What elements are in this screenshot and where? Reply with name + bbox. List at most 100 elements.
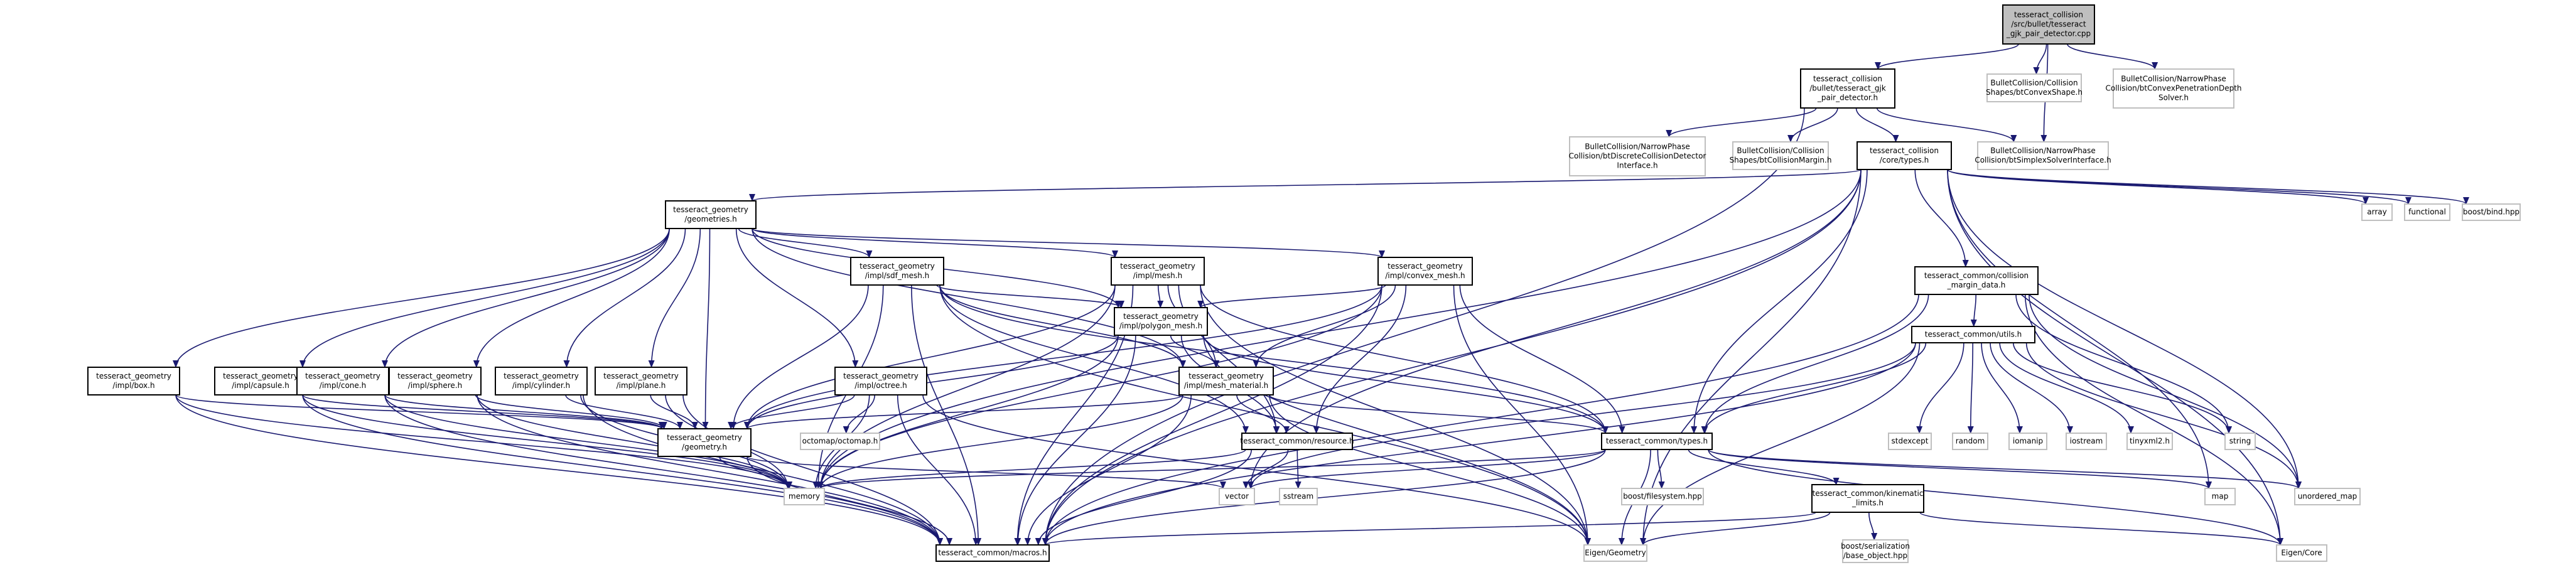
edge-core_types-to-boost_bind bbox=[1947, 169, 2469, 205]
node-kinematic-limits[interactable]: tesseract_common/kinematic_limits.h bbox=[1811, 484, 1924, 513]
node-label-line: Shapes/btCollisionMargin.h bbox=[1730, 156, 1832, 164]
edge-sphere-to-geometry bbox=[475, 394, 667, 429]
node-label-line: iostream bbox=[2070, 437, 2103, 446]
node-cylinder[interactable]: tesseract_geometry/impl/cylinder.h bbox=[495, 367, 588, 396]
node-box[interactable]: tesseract_geometry/impl/box.h bbox=[87, 367, 180, 396]
edge-geometries-to-sphere bbox=[473, 228, 670, 368]
node-label-line: tinyxml2.h bbox=[2130, 437, 2170, 446]
node-geometry[interactable]: tesseract_geometry/geometry.h bbox=[657, 428, 752, 457]
node-box bbox=[935, 544, 1050, 562]
node-collision-margin[interactable]: tesseract_common/collision_margin_data.h bbox=[1914, 266, 2039, 295]
node-box bbox=[850, 257, 944, 286]
node-label-line: tesseract_geometry bbox=[603, 372, 679, 380]
node-label-line: Eigen/Core bbox=[2281, 549, 2322, 557]
edge-collision_margin-to-macros bbox=[1042, 294, 1919, 546]
node-geometries[interactable]: tesseract_geometry/geometries.h bbox=[665, 200, 757, 229]
node-box bbox=[2294, 488, 2361, 505]
node-box bbox=[2462, 203, 2521, 221]
edge-box-to-geometry bbox=[175, 394, 665, 429]
node-octree[interactable]: tesseract_geometry/impl/octree.h bbox=[834, 367, 927, 396]
node-label-line: tesseract_common/utils.h bbox=[1925, 330, 2022, 339]
node-cone[interactable]: tesseract_geometry/impl/cone.h bbox=[296, 367, 389, 396]
edge-mesh-to-polygon_mesh bbox=[1157, 284, 1164, 308]
edge-cylinder-to-geometry bbox=[565, 394, 683, 429]
node-polygon-mesh[interactable]: tesseract_geometry/impl/polygon_mesh.h bbox=[1114, 307, 1208, 336]
edge-cone-to-memory bbox=[384, 394, 791, 489]
node-common-types[interactable]: tesseract_common/types.h bbox=[1601, 433, 1713, 450]
edge-octree-to-macros bbox=[897, 394, 979, 546]
node-boost-fs: boost/filesystem.hpp bbox=[1621, 488, 1704, 505]
edges-layer bbox=[173, 43, 2469, 546]
node-eigen-geometry: Eigen/Geometry bbox=[1583, 544, 1647, 562]
node-label-line: /bullet/tesseract_gjk bbox=[1809, 84, 1886, 93]
node-label-line: BulletCollision/NarrowPhase bbox=[1585, 143, 1690, 151]
node-btMargin: BulletCollision/CollisionShapes/btCollis… bbox=[1730, 141, 1832, 170]
edge-mesh_material-to-geometry bbox=[744, 394, 1183, 429]
node-box bbox=[296, 367, 389, 396]
node-box bbox=[2008, 433, 2047, 450]
edge-convex_mesh-to-memory bbox=[817, 284, 1382, 489]
node-gjk-h[interactable]: tesseract_collision/bullet/tesseract_gjk… bbox=[1800, 68, 1895, 109]
node-label-line: tesseract_common/types.h bbox=[1606, 437, 1708, 446]
node-string: string bbox=[2224, 433, 2256, 450]
node-label-line: sstream bbox=[1283, 492, 1313, 501]
edge-core_types-to-unordered_map bbox=[1947, 169, 2302, 489]
node-eigen-core: Eigen/Core bbox=[2276, 544, 2327, 562]
node-label-line: BulletCollision/NarrowPhase bbox=[2121, 75, 2226, 83]
node-box bbox=[1219, 488, 1255, 505]
node-label-line: /impl/sphere.h bbox=[408, 381, 462, 390]
edge-plane-to-macros bbox=[682, 394, 943, 546]
edge-gjk_h-to-macros bbox=[1042, 107, 1805, 546]
node-box bbox=[800, 433, 880, 450]
node-convex-mesh[interactable]: tesseract_geometry/impl/convex_mesh.h bbox=[1377, 257, 1473, 286]
node-label-line: map bbox=[2212, 492, 2229, 501]
edge-utils-to-vector bbox=[1248, 342, 1916, 489]
edge-utils-to-common_types bbox=[1701, 342, 1927, 434]
node-label-line: _limits.h bbox=[1851, 498, 1883, 507]
edge-convex_mesh-to-eigen_geometry bbox=[1453, 284, 1591, 546]
edge-kinematic_limits-to-eigen_core bbox=[1919, 512, 2283, 546]
node-mesh[interactable]: tesseract_geometry/impl/mesh.h bbox=[1111, 257, 1205, 286]
edge-geometries-to-mesh bbox=[752, 228, 1118, 258]
node-sphere[interactable]: tesseract_geometry/impl/sphere.h bbox=[389, 367, 482, 396]
edge-utils-to-iomanip bbox=[1981, 342, 2023, 434]
node-label-line: tesseract_geometry bbox=[843, 372, 919, 380]
node-label-line: _margin_data.h bbox=[1947, 281, 2006, 289]
node-label-line: tesseract_common/kinematic bbox=[1813, 489, 1924, 498]
node-mesh-material[interactable]: tesseract_geometry/impl/mesh_material.h bbox=[1178, 367, 1274, 396]
node-box bbox=[2361, 203, 2393, 221]
edge-gjk_h-to-btDiscrete bbox=[1666, 107, 1817, 137]
edge-polygon_mesh-to-mesh_material bbox=[1170, 335, 1220, 368]
node-memory: memory bbox=[784, 488, 825, 505]
node-label-line: /impl/polygon_mesh.h bbox=[1119, 321, 1202, 330]
node-functional: functional bbox=[2404, 203, 2450, 221]
node-sdf-mesh[interactable]: tesseract_geometry/impl/sdf_mesh.h bbox=[850, 257, 944, 286]
edge-gjk_h-to-btMargin bbox=[1787, 107, 1838, 143]
edge-common_types-to-memory bbox=[817, 449, 1606, 489]
node-label-line: random bbox=[1956, 437, 1985, 446]
node-resource[interactable]: tesseract_common/resource.h bbox=[1240, 433, 1354, 450]
node-box bbox=[2002, 4, 2095, 45]
edge-octree-to-eigen_geometry bbox=[922, 394, 1591, 546]
nodes-layer: tesseract_collision/src/bullet/tesseract… bbox=[87, 4, 2521, 563]
node-utils[interactable]: tesseract_common/utils.h bbox=[1911, 326, 2035, 343]
node-capsule[interactable]: tesseract_geometry/impl/capsule.h bbox=[214, 367, 307, 396]
node-label-line: /geometries.h bbox=[684, 215, 736, 223]
node-map: map bbox=[2204, 488, 2236, 505]
node-plane[interactable]: tesseract_geometry/impl/plane.h bbox=[595, 367, 687, 396]
edge-resource-to-memory bbox=[817, 449, 1246, 489]
edge-utils-to-tinyxml2 bbox=[1999, 342, 2134, 434]
node-iostream: iostream bbox=[2066, 433, 2107, 450]
edge-core_types-to-array bbox=[1947, 169, 2369, 205]
node-label-line: tesseract_geometry bbox=[223, 372, 298, 380]
node-label-line: Collision/btSimplexSolverInterface.h bbox=[1975, 156, 2111, 164]
node-box bbox=[1178, 367, 1274, 396]
node-box bbox=[2204, 488, 2236, 505]
edge-convex_mesh-to-mesh_material bbox=[1253, 284, 1396, 368]
node-macros[interactable]: tesseract_common/macros.h bbox=[935, 544, 1050, 562]
node-label-line: functional bbox=[2408, 208, 2446, 217]
edge-common_types-to-unordered_map bbox=[1708, 449, 2302, 489]
node-core-types[interactable]: tesseract_collision/core/types.h bbox=[1857, 141, 1952, 170]
node-root[interactable]: tesseract_collision/src/bullet/tesseract… bbox=[2002, 4, 2095, 45]
edge-utils-to-string bbox=[2012, 342, 2232, 434]
